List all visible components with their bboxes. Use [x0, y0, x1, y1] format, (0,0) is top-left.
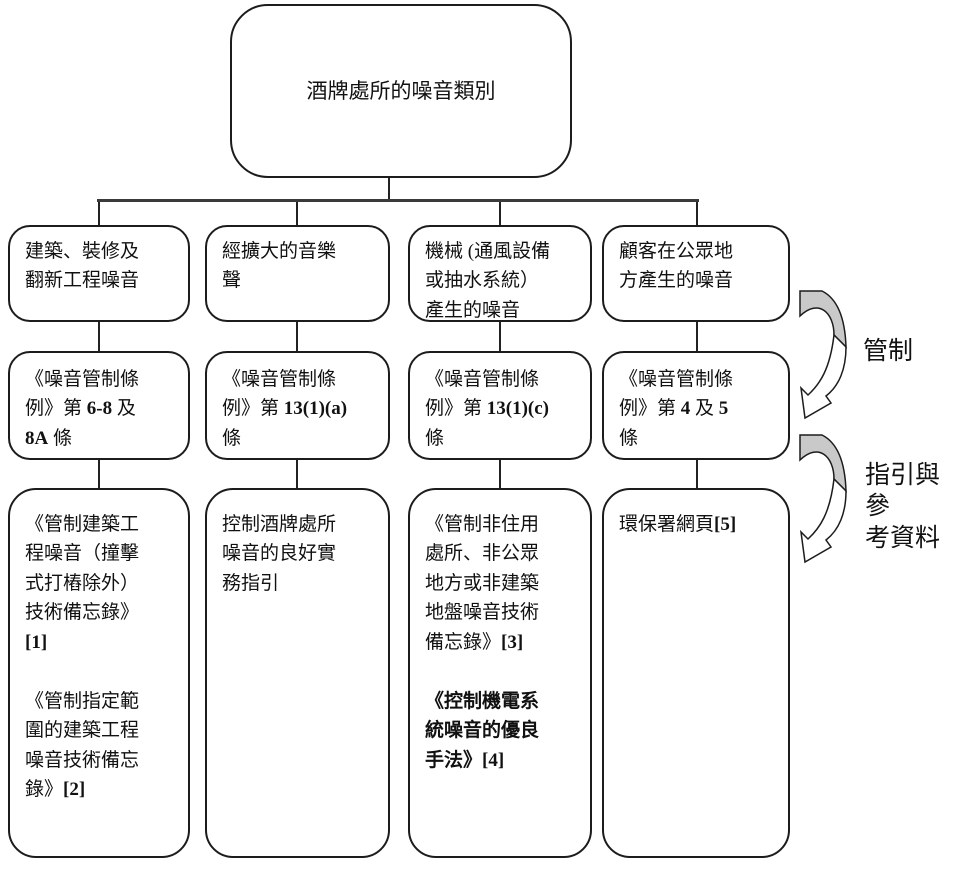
category-label: 顧客在公眾地 方產生的噪音: [619, 241, 734, 292]
category-label: 經擴大的音樂 聲: [222, 241, 337, 292]
guidance-text: 《管制非住用 處所、非公眾 地方或非建築 地盤噪音技術 備忘錄》[3] 《控制機…: [425, 514, 540, 771]
annotation-guidance-reference: 指引與參 考資料: [865, 462, 941, 552]
connector-row1-row2-col3: [499, 321, 501, 352]
guidance-text: 《管制建築工 程噪音（撞擊 式打樁除外） 技術備忘錄》 [1] 《管制指定範 圍…: [25, 514, 140, 800]
guidance-text: 環保署網頁[5]: [619, 514, 737, 535]
node-regulation-amplified-music: 《噪音管制條 例》第 13(1)(a) 條: [205, 351, 390, 460]
connector-drop-col1: [98, 202, 100, 226]
connector-drop-col2: [296, 202, 298, 226]
node-regulation-construction: 《噪音管制條 例》第 6-8 及 8A 條: [8, 351, 190, 460]
connector-horizontal-bar: [97, 199, 699, 202]
connector-drop-col4: [696, 202, 698, 226]
node-category-amplified-music: 經擴大的音樂 聲: [205, 225, 390, 322]
connector-row1-row2-col1: [98, 321, 100, 352]
root-label: 酒牌處所的噪音類別: [306, 78, 496, 103]
connector-row1-row2-col4: [696, 321, 698, 352]
guidance-text: 控制酒牌處所 噪音的良好實 務指引: [222, 514, 337, 594]
node-category-patrons: 顧客在公眾地 方產生的噪音: [602, 225, 790, 322]
node-root: 酒牌處所的噪音類別: [230, 4, 572, 178]
category-label: 建築、裝修及 翻新工程噪音: [25, 241, 140, 292]
regulation-text: 《噪音管制條 例》第 13(1)(c) 條: [425, 369, 550, 449]
connector-row2-row3-col3: [499, 459, 501, 489]
node-guidance-machinery: 《管制非住用 處所、非公眾 地方或非建築 地盤噪音技術 備忘錄》[3] 《控制機…: [408, 488, 592, 858]
connector-row2-row3-col4: [696, 459, 698, 489]
connector-row2-row3-col2: [296, 459, 298, 489]
regulation-text: 《噪音管制條 例》第 4 及 5 條: [619, 369, 734, 449]
node-category-construction: 建築、裝修及 翻新工程噪音: [8, 225, 190, 322]
regulation-text: 《噪音管制條 例》第 6-8 及 8A 條: [25, 369, 140, 449]
annotation-control: 管制: [863, 338, 914, 365]
node-guidance-construction: 《管制建築工 程噪音（撞擊 式打樁除外） 技術備忘錄》 [1] 《管制指定範 圍…: [8, 488, 190, 858]
node-category-machinery: 機械 (通風設備 或抽水系統） 產生的噪音: [408, 225, 592, 322]
curved-arrow-icon: [799, 290, 847, 420]
connector-row1-row2-col2: [296, 321, 298, 352]
curved-arrow-icon: [799, 434, 847, 564]
connector-root-stem: [388, 178, 390, 200]
connector-row2-row3-col1: [98, 459, 100, 489]
node-regulation-machinery: 《噪音管制條 例》第 13(1)(c) 條: [408, 351, 592, 460]
connector-drop-col3: [499, 202, 501, 226]
category-label: 機械 (通風設備 或抽水系統） 產生的噪音: [425, 241, 551, 321]
node-guidance-amplified-music: 控制酒牌處所 噪音的良好實 務指引: [205, 488, 390, 858]
node-guidance-patrons: 環保署網頁[5]: [602, 488, 790, 858]
regulation-text: 《噪音管制條 例》第 13(1)(a) 條: [222, 369, 348, 449]
node-regulation-patrons: 《噪音管制條 例》第 4 及 5 條: [602, 351, 790, 460]
